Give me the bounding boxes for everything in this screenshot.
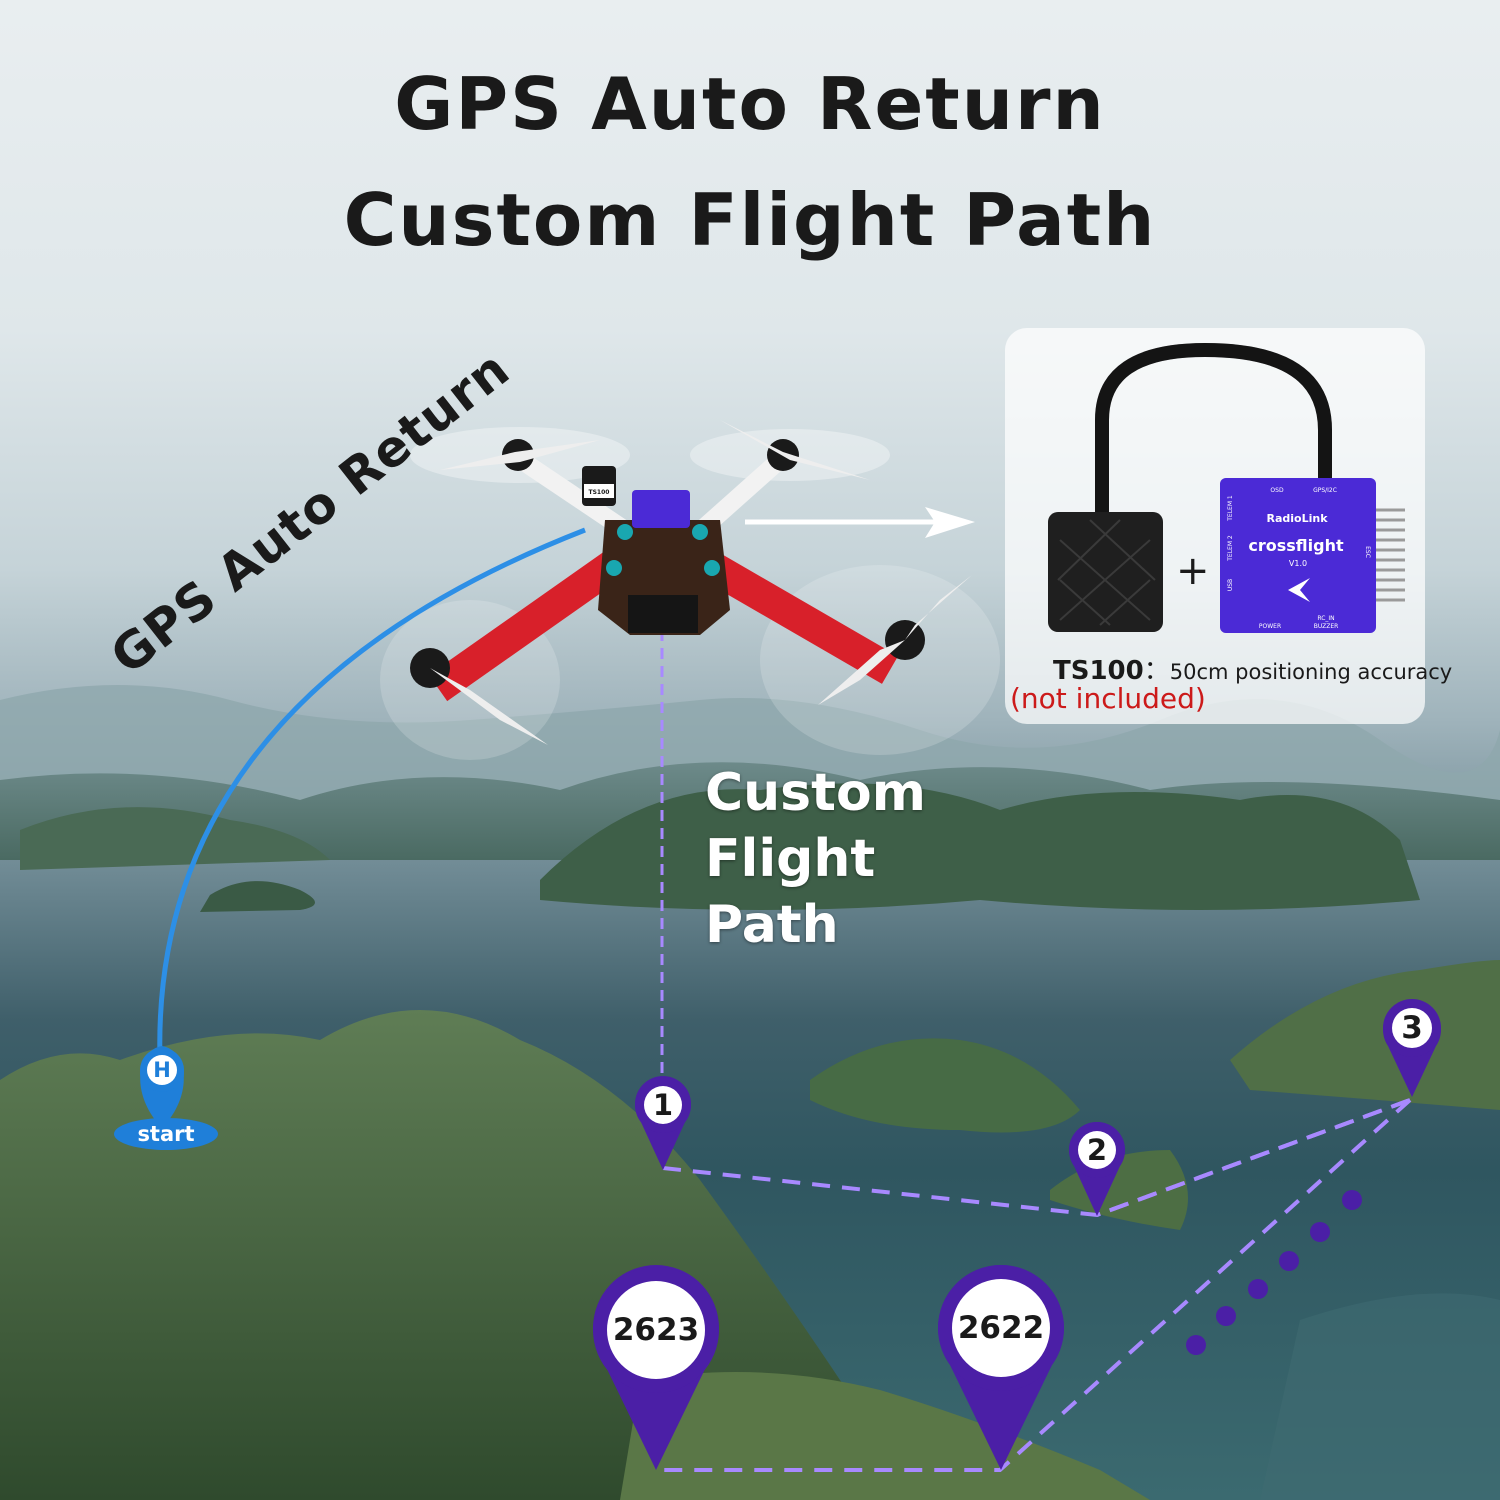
marker-pin-2623 (593, 1265, 719, 1470)
home-pin-label: start (137, 1122, 195, 1146)
waypoint-pin-3 (1383, 999, 1441, 1097)
waypoint-pin-2 (1069, 1122, 1126, 1216)
fc-port-telem1: TELEM 1 (1227, 495, 1234, 522)
plus-sign: + (1176, 548, 1210, 594)
gps-module-separator: ： (1143, 656, 1170, 686)
fc-port-rcin: RC_IN (1317, 615, 1334, 622)
custom-flight-path-label: Custom Flight Path (705, 760, 1025, 958)
drone-gps-sticker: TS100 (589, 489, 610, 496)
gps-return-arc (157, 527, 586, 1061)
fc-port-telem2: TELEM 2 (1227, 535, 1234, 562)
fc-port-buzzer: BUZZER (1314, 623, 1339, 630)
fc-port-esc: ESC (1364, 546, 1371, 558)
waypoint-pin-1 (635, 1076, 691, 1170)
not-included-note: (not included) (1010, 682, 1206, 715)
fc-port-gps: GPS/I2C (1313, 487, 1337, 494)
fc-name: crossflight (1248, 536, 1344, 555)
marker-pin-2622 (938, 1265, 1065, 1470)
home-pin-letter: H (153, 1058, 171, 1082)
custom-flight-path-label-line: Custom (705, 763, 926, 823)
custom-flight-path-label-line: Flight (705, 829, 876, 889)
pointer-arrow (745, 507, 975, 538)
custom-flight-path-label-line: Path (705, 895, 839, 955)
gps-module-name: TS100 (1053, 656, 1144, 686)
fc-port-usb: USB (1227, 579, 1234, 591)
quadcopter-drone (380, 420, 1000, 760)
foreground-islands (0, 960, 1500, 1500)
path-dots (1186, 1190, 1362, 1355)
gps-module-accuracy: 50cm positioning accuracy (1169, 660, 1453, 684)
waypoint-3-number: 3 (1401, 1010, 1423, 1046)
waypoint-1-number: 1 (652, 1088, 674, 1122)
fc-port-power: POWER (1259, 623, 1281, 630)
home-pin (114, 1046, 218, 1150)
marker-2623-number: 2623 (612, 1312, 700, 1348)
page-title-line-2: Custom Flight Path (343, 178, 1157, 262)
fc-version: V1.0 (1289, 559, 1307, 568)
fc-brand: RadioLink (1266, 512, 1328, 525)
mid-islands (20, 783, 1420, 912)
page-title-line-1: GPS Auto Return (394, 62, 1106, 146)
fc-port-osd: OSD (1270, 487, 1284, 494)
gps-module-spec: TS100：50cm positioning accuracy (1053, 650, 1452, 687)
marker-2622-number: 2622 (957, 1310, 1045, 1346)
waypoint-2-number: 2 (1086, 1133, 1108, 1167)
